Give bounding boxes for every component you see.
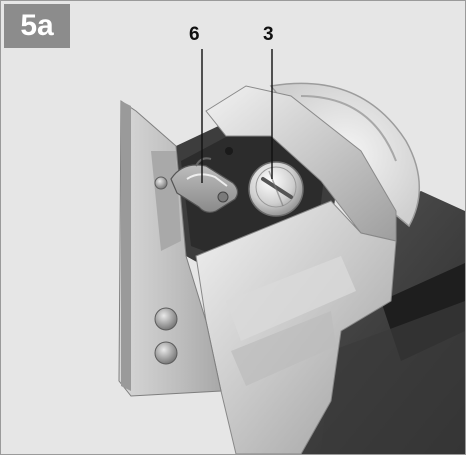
figure-number-badge: 5a [4,4,70,48]
callout-label-6: 6 [189,24,200,45]
callout-label-3: 3 [263,24,274,45]
figure-number-label: 5a [20,9,54,42]
